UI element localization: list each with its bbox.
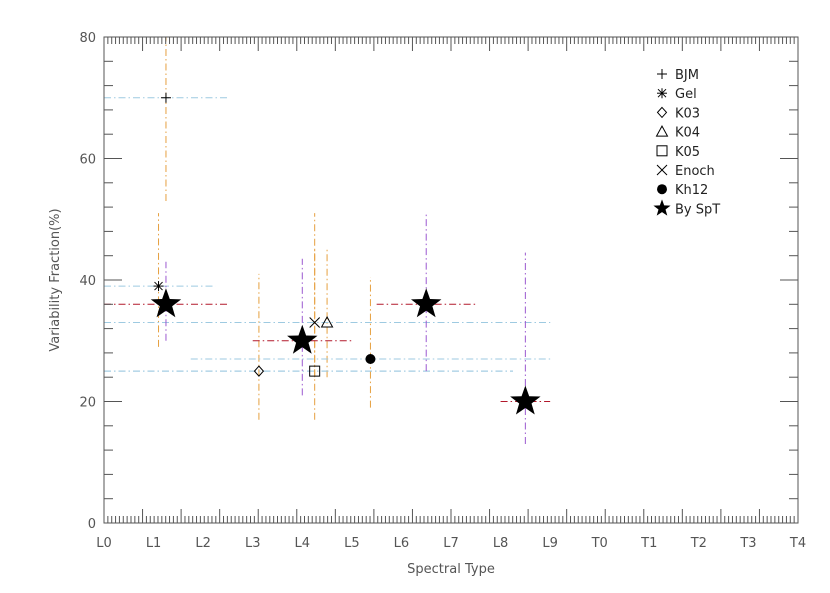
data-point-k03-0 <box>253 365 265 377</box>
data-point-kh12-0 <box>365 353 376 364</box>
data-points-layer <box>150 92 541 415</box>
x-tick-label: L9 <box>542 536 558 551</box>
y-tick-label: 0 <box>88 517 96 532</box>
data-point-enoch-0 <box>309 317 321 328</box>
y-tick-label: 80 <box>79 31 96 46</box>
x-tick-label: T0 <box>591 536 608 551</box>
x-tick-label: L1 <box>146 536 162 551</box>
x-tick-label: T3 <box>739 536 756 551</box>
x-tick-label: L3 <box>245 536 261 551</box>
legend-label-k05: K05 <box>675 145 700 160</box>
legend-marker-k03 <box>656 106 668 119</box>
legend-marker-enoch <box>656 164 668 176</box>
x-tick-label: L8 <box>493 536 509 551</box>
data-point-k05-0 <box>309 365 321 377</box>
legend-marker-by-spt <box>653 199 671 216</box>
legend-label-kh12: Kh12 <box>675 183 708 198</box>
x-tick-label: T1 <box>640 536 657 551</box>
legend-marker-k04 <box>655 125 669 137</box>
data-point-gel-0 <box>153 281 164 292</box>
axis-ticks: L0L1L2L3L4L5L6L7L8L9T0T1T2T3T4T5T6T7T802… <box>79 31 806 551</box>
legend-marker-kh12 <box>657 184 667 195</box>
data-point-by-spt-2 <box>411 288 442 318</box>
x-axis-title: Spectral Type <box>407 562 495 577</box>
x-tick-label: L6 <box>394 536 410 551</box>
data-point-by-spt-3 <box>510 385 541 415</box>
legend-marker-k05 <box>656 145 668 157</box>
legend-label-bjm: BJM <box>675 68 699 83</box>
data-point-bjm-0 <box>160 92 171 103</box>
x-tick-label: L4 <box>295 536 311 551</box>
y-tick-label: 40 <box>79 274 96 289</box>
x-tick-label: L5 <box>344 536 360 551</box>
y-tick-label: 20 <box>79 396 96 411</box>
legend-label-by-spt: By SpT <box>675 202 720 217</box>
y-tick-label: 60 <box>79 153 96 168</box>
data-point-by-spt-1 <box>287 324 318 354</box>
legend-label-gel: Gel <box>675 87 697 102</box>
x-tick-label: L7 <box>443 536 459 551</box>
legend-label-k03: K03 <box>675 106 700 121</box>
x-tick-label: T4 <box>789 536 806 551</box>
x-tick-label: T2 <box>690 536 707 551</box>
x-tick-label: L0 <box>96 536 112 551</box>
legend-label-k04: K04 <box>675 126 700 141</box>
legend-label-enoch: Enoch <box>675 164 715 179</box>
data-point-by-spt-0 <box>150 288 182 318</box>
legend-marker-bjm <box>657 69 667 79</box>
data-point-k04-0 <box>320 315 334 328</box>
x-tick-label: L2 <box>195 536 211 551</box>
legend-marker-gel <box>657 88 667 99</box>
y-axis-title: Variability Fraction(%) <box>48 208 63 351</box>
